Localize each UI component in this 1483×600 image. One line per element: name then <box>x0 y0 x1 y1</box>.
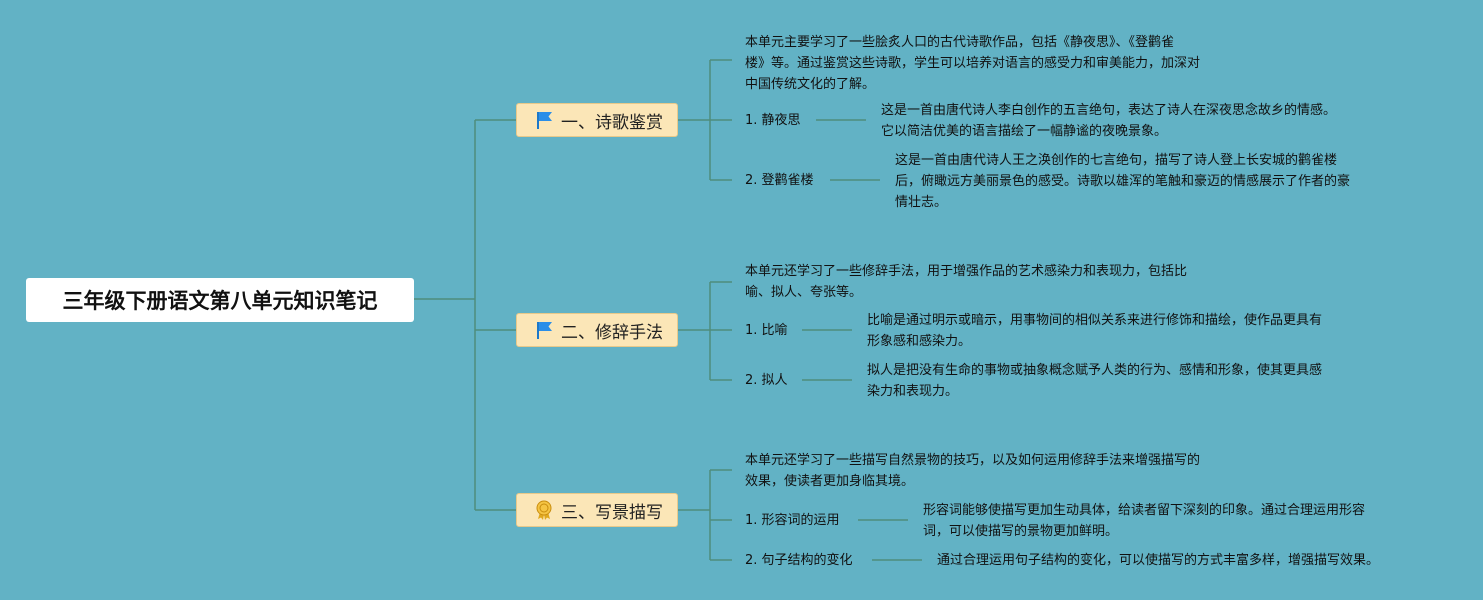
sub-item-label[interactable]: 1. 比喻 <box>745 323 788 338</box>
branch-label: 三、写景描写 <box>561 502 663 523</box>
branch-poetry[interactable]: 一、诗歌鉴赏 <box>516 103 678 137</box>
sub-item-label[interactable]: 2. 句子结构的变化 <box>745 553 853 568</box>
root-title: 三年级下册语文第八单元知识笔记 <box>62 289 378 313</box>
branch-scenery[interactable]: 三、写景描写 <box>516 493 678 527</box>
root-node[interactable]: 三年级下册语文第八单元知识笔记 <box>26 278 414 322</box>
flag-icon <box>533 319 555 341</box>
sub-item-detail: 这是一首由唐代诗人李白创作的五言绝句，表达了诗人在深夜思念故乡的情感。 它以简洁… <box>881 103 1337 139</box>
branch-label: 一、诗歌鉴赏 <box>561 112 663 133</box>
sub-item-detail: 这是一首由唐代诗人王之涣创作的七言绝句，描写了诗人登上长安城的鹳雀楼 后，俯瞰远… <box>895 153 1351 210</box>
sub-item-label[interactable]: 2. 登鹳雀楼 <box>745 173 814 188</box>
sub-item-label[interactable]: 1. 静夜思 <box>745 113 801 128</box>
branch-intro: 本单元主要学习了一些脍炙人口的古代诗歌作品，包括《静夜思》、《登鹳雀 楼》等。通… <box>745 35 1201 92</box>
sub-item-detail: 拟人是把没有生命的事物或抽象概念赋予人类的行为、感情和形象，使其更具感 染力和表… <box>867 363 1323 399</box>
sub-item-detail: 比喻是通过明示或暗示，用事物间的相似关系来进行修饰和描绘，使作品更具有 形象感和… <box>867 313 1323 349</box>
sub-item-label[interactable]: 1. 形容词的运用 <box>745 513 840 528</box>
sub-item-label[interactable]: 2. 拟人 <box>745 373 788 388</box>
branch-rhetoric[interactable]: 二、修辞手法 <box>516 313 678 347</box>
branch-intro: 本单元还学习了一些修辞手法，用于增强作品的艺术感染力和表现力，包括比 喻、拟人、… <box>745 264 1188 300</box>
award-medal-icon <box>533 499 555 521</box>
branch-intro: 本单元还学习了一些描写自然景物的技巧，以及如何运用修辞手法来增强描写的 效果，使… <box>745 453 1201 489</box>
sub-item-detail: 形容词能够使描写更加生动具体，给读者留下深刻的印象。通过合理运用形容 词，可以使… <box>923 503 1366 539</box>
sub-item-detail: 通过合理运用句子结构的变化，可以使描写的方式丰富多样，增强描写效果。 <box>937 553 1380 568</box>
branch-label: 二、修辞手法 <box>561 322 663 343</box>
flag-icon <box>533 109 555 131</box>
